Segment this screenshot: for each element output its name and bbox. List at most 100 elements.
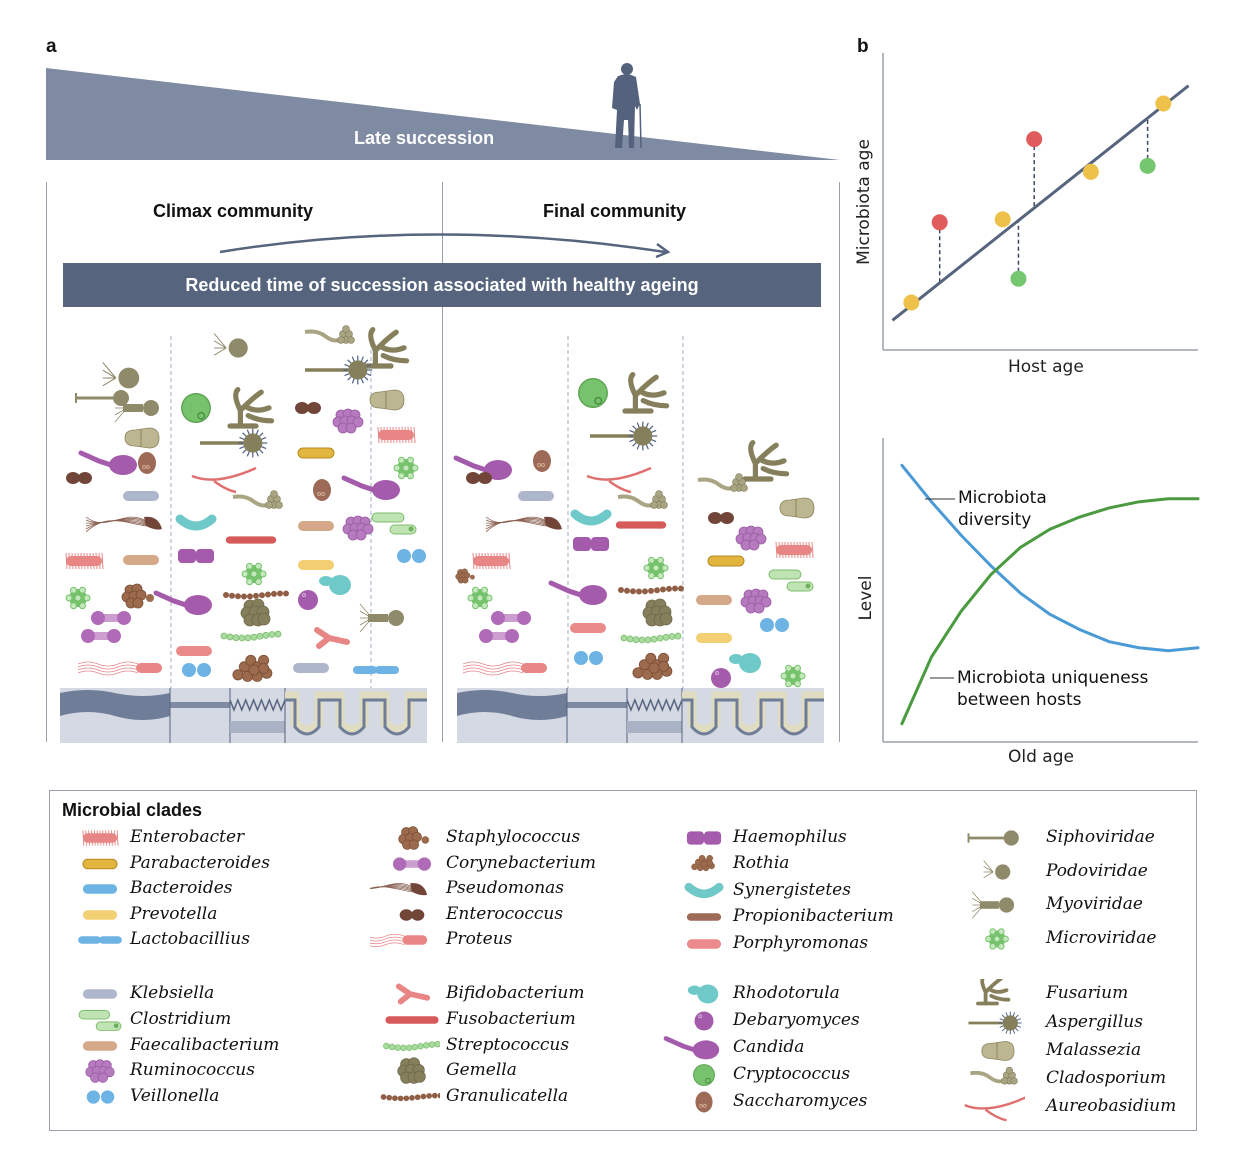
late-succession-gradient bbox=[46, 63, 840, 160]
lactobacillius-icon bbox=[353, 666, 399, 674]
clostridium-icon bbox=[768, 569, 814, 592]
legend-label: Haemophilus bbox=[733, 827, 847, 847]
ruminococcus-icon bbox=[332, 408, 364, 434]
diversity-annotation: Microbiota diversity bbox=[958, 487, 1047, 531]
cladosporium-icon bbox=[697, 473, 748, 492]
staphylococcus-icon bbox=[455, 568, 475, 584]
siphoviridae-icon bbox=[955, 823, 1025, 857]
lactobacillius-icon bbox=[58, 925, 128, 959]
legend-label: Lactobacillius bbox=[130, 929, 250, 949]
legend-label: Gemella bbox=[446, 1060, 517, 1080]
legend-label: Saccharomyces bbox=[733, 1091, 868, 1111]
enterobacter-icon bbox=[377, 426, 416, 444]
prevotella-icon bbox=[696, 633, 732, 643]
klebsiella-icon bbox=[58, 979, 128, 1013]
porphyromonas-icon bbox=[176, 646, 212, 656]
legend-label: Fusarium bbox=[1046, 983, 1129, 1003]
bacteroides-icon bbox=[58, 874, 128, 908]
clostridium-icon bbox=[58, 1005, 128, 1039]
fusarium-icon bbox=[742, 440, 790, 482]
parabacteroides-icon bbox=[707, 555, 745, 567]
haemophilus-icon bbox=[662, 823, 732, 857]
proteus-icon bbox=[347, 925, 440, 959]
parabacteroides-icon bbox=[58, 849, 128, 883]
siphoviridae-icon bbox=[75, 390, 129, 406]
legend-label: Pseudomonas bbox=[446, 878, 564, 898]
cryptococcus-icon bbox=[578, 378, 608, 408]
enterococcus-icon bbox=[370, 900, 440, 934]
granulicatella-icon bbox=[618, 585, 684, 595]
saccharomyces-icon bbox=[533, 450, 551, 472]
scatter-x-label: Host age bbox=[1008, 357, 1084, 377]
legend-label: Podoviridae bbox=[1046, 861, 1148, 881]
debaryomyces-icon bbox=[298, 590, 318, 610]
corynebacterium-icon bbox=[91, 611, 131, 625]
legend-title: Microbial clades bbox=[62, 800, 203, 820]
fusarium-icon bbox=[362, 327, 410, 369]
cladosporium-icon bbox=[617, 490, 668, 509]
rothia-icon bbox=[232, 654, 273, 682]
porphyromonas-icon bbox=[570, 623, 606, 633]
cladosporium-icon bbox=[304, 325, 355, 344]
data-point-on-trend bbox=[1155, 95, 1172, 112]
healthy-ageing-banner: Reduced time of succession associated wi… bbox=[63, 263, 821, 307]
porphyromonas-icon bbox=[662, 929, 732, 963]
late-succession-label: Late succession bbox=[354, 128, 495, 148]
proteus-icon bbox=[77, 661, 162, 676]
legend-label: Synergistetes bbox=[733, 880, 851, 900]
klebsiella-icon bbox=[293, 663, 329, 673]
bifidobacterium-icon bbox=[370, 979, 440, 1013]
debaryomyces-icon bbox=[711, 668, 731, 688]
cladosporium-icon bbox=[955, 1064, 1025, 1098]
corynebacterium-icon bbox=[81, 629, 121, 643]
malassezia-icon bbox=[955, 1036, 1025, 1070]
gemella-icon bbox=[240, 598, 271, 627]
staphylococcus-icon bbox=[370, 823, 440, 857]
legend-label: Ruminococcus bbox=[130, 1060, 255, 1080]
streptococcus-icon bbox=[220, 630, 282, 642]
myoviridae-icon bbox=[955, 890, 1025, 924]
ruminococcus-icon bbox=[740, 588, 772, 614]
klebsiella-icon bbox=[123, 491, 159, 501]
granulicatella-icon bbox=[223, 590, 289, 600]
legend-label: Bifidobacterium bbox=[446, 983, 585, 1003]
propionibacterium-icon bbox=[662, 902, 732, 936]
data-point-accelerated bbox=[931, 214, 948, 231]
trend-line bbox=[891, 84, 1190, 322]
aspergillus-icon bbox=[955, 1008, 1025, 1042]
faecalibacterium-icon bbox=[123, 555, 159, 565]
rhodotorula-icon bbox=[319, 575, 351, 595]
enterococcus-icon bbox=[466, 472, 492, 484]
enterococcus-icon bbox=[708, 512, 734, 524]
legend-label: Aureobasidium bbox=[1046, 1096, 1177, 1116]
legend-label: Propionibacterium bbox=[733, 906, 894, 926]
microviridae-icon bbox=[241, 562, 267, 586]
fusobacterium-icon bbox=[370, 1005, 440, 1039]
panel-b-label: b bbox=[857, 36, 869, 57]
aspergillus-icon bbox=[199, 428, 268, 458]
pseudomonas-icon bbox=[85, 516, 162, 533]
enterobacter-icon bbox=[65, 552, 104, 570]
fusarium-icon bbox=[227, 387, 275, 429]
elderly-person-icon bbox=[612, 63, 642, 149]
climax-community-label: Climax community bbox=[153, 201, 314, 221]
synergistetes-icon bbox=[570, 509, 612, 526]
saccharomyces-icon bbox=[138, 452, 156, 474]
legend-label: Prevotella bbox=[130, 904, 218, 924]
podoviridae-icon bbox=[102, 362, 140, 389]
prevotella-icon bbox=[298, 560, 334, 570]
legend-label: Corynebacterium bbox=[446, 853, 597, 873]
aspergillus-icon bbox=[589, 421, 658, 451]
legend-label: Rhodotorula bbox=[733, 983, 840, 1003]
gemella-icon bbox=[370, 1056, 440, 1090]
malassezia-icon bbox=[779, 497, 815, 519]
haemophilus-icon bbox=[573, 537, 609, 551]
legend-label: Faecalibacterium bbox=[130, 1035, 280, 1055]
data-point-accelerated bbox=[1026, 131, 1043, 148]
fusarium-icon bbox=[622, 372, 670, 414]
candida-icon bbox=[341, 475, 400, 500]
corynebacterium-icon bbox=[370, 849, 440, 883]
microviridae-icon bbox=[65, 586, 91, 610]
gut-tissue-icon bbox=[457, 688, 824, 743]
microviridae-icon bbox=[955, 924, 1025, 958]
